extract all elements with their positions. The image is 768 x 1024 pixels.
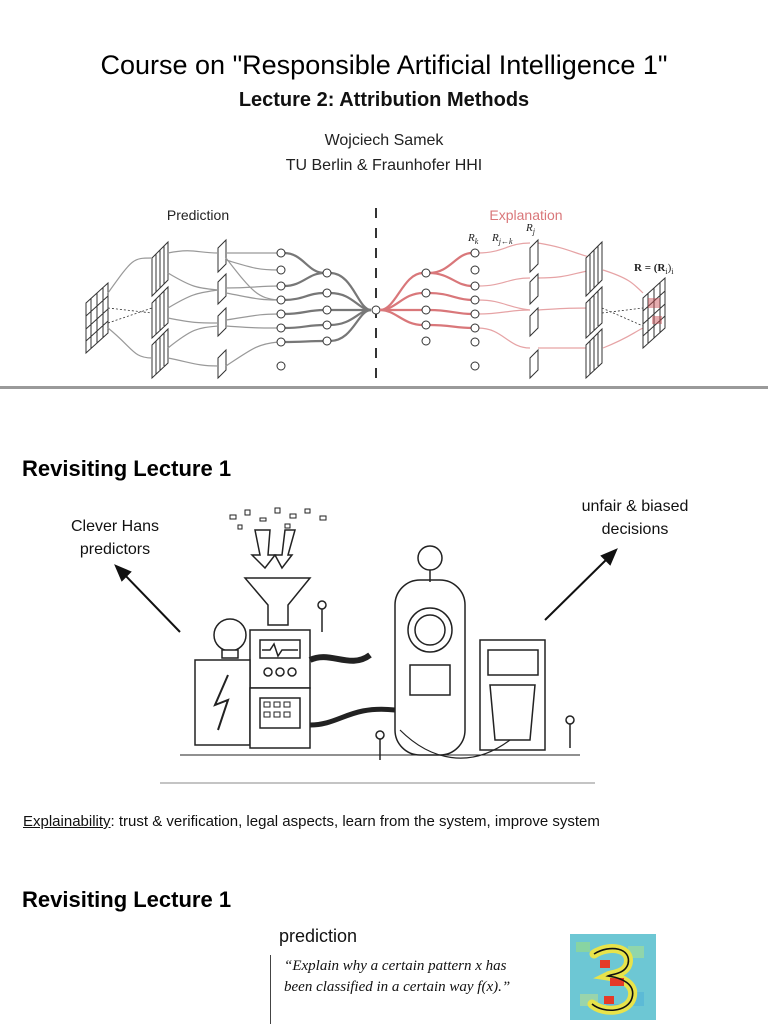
right-arrow	[544, 548, 618, 621]
explainability-term: Explainability	[23, 813, 111, 830]
explainability-text: Explainability: trust & verification, le…	[23, 813, 600, 830]
digit-heatmap	[570, 934, 656, 1020]
prediction-heading: Prediction	[167, 207, 229, 223]
quote-bar	[270, 955, 271, 1024]
relevance-rk-label: Rk	[467, 232, 479, 246]
lecture-title: Lecture 2: Attribution Methods	[238, 89, 530, 111]
ai-machine-illustration	[114, 507, 618, 784]
clever-hans-label: Clever Hans predictors	[70, 518, 160, 558]
section-divider	[0, 386, 768, 389]
author-name: Wojciech Samek	[324, 132, 444, 149]
section-heading-revisiting-2: Revisiting Lecture 1	[22, 887, 232, 912]
left-arrow	[114, 564, 181, 633]
relevance-rj-label: Rj	[525, 222, 536, 236]
unfair-biased-label: unfair & biased decisions	[581, 498, 689, 538]
explanation-network: Rk Rj←k Rj R = (Ri)i	[379, 222, 674, 380]
machine-sketch	[180, 507, 580, 760]
course-title: Course on "Responsible Artificial Intell…	[100, 50, 668, 80]
lrp-diagram: Prediction Explanation	[85, 207, 674, 380]
author-affiliation: TU Berlin & Fraunhofer HHI	[285, 157, 483, 174]
section-heading-revisiting-1: Revisiting Lecture 1	[22, 456, 232, 481]
prediction-label: prediction	[279, 926, 358, 946]
explanation-quote: “Explain why a certain pattern x has bee…	[284, 958, 511, 995]
relevance-vector-label: R = (Ri)i	[634, 262, 674, 276]
prediction-network	[85, 238, 381, 380]
explanation-heading: Explanation	[489, 207, 562, 223]
relevance-rjk-label: Rj←k	[491, 232, 513, 246]
